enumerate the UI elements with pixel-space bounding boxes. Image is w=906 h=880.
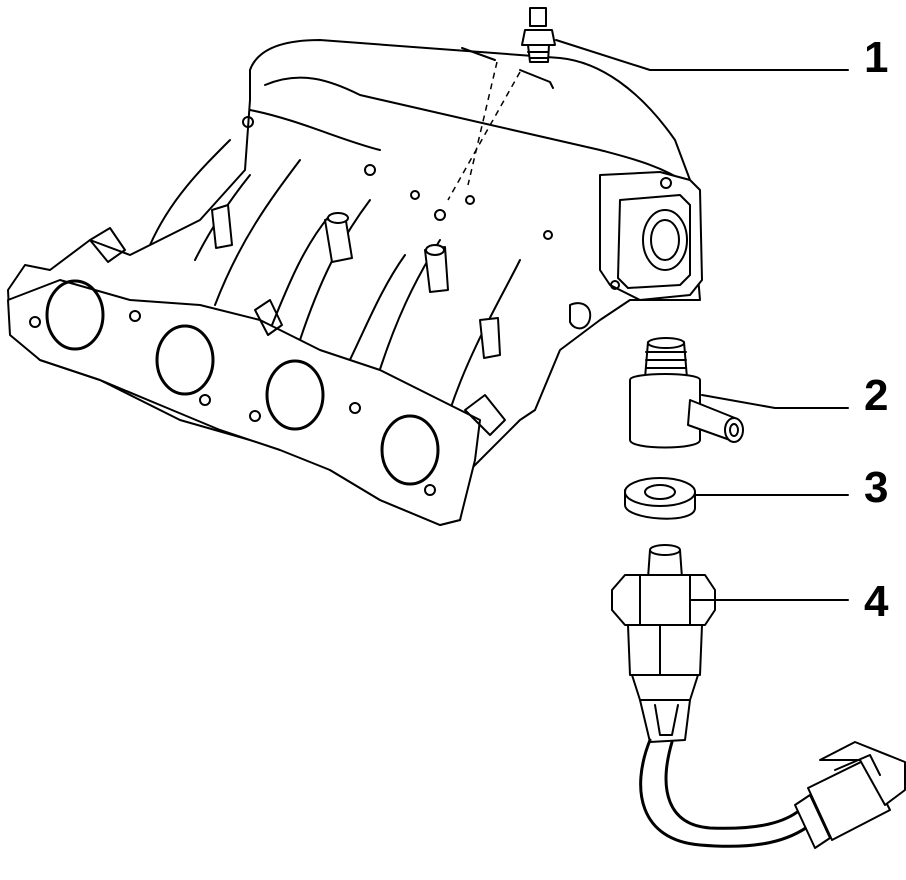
part-2-adapter (629, 337, 849, 449)
part-4-sensor (611, 544, 906, 849)
intake-manifold (7, 39, 703, 526)
callout-2: 2 (864, 371, 888, 420)
part-3-washer (624, 477, 849, 520)
callout-4: 4 (864, 577, 889, 626)
part-1-sensor (447, 7, 849, 201)
callout-1: 1 (864, 33, 888, 82)
callout-3: 3 (864, 463, 888, 512)
